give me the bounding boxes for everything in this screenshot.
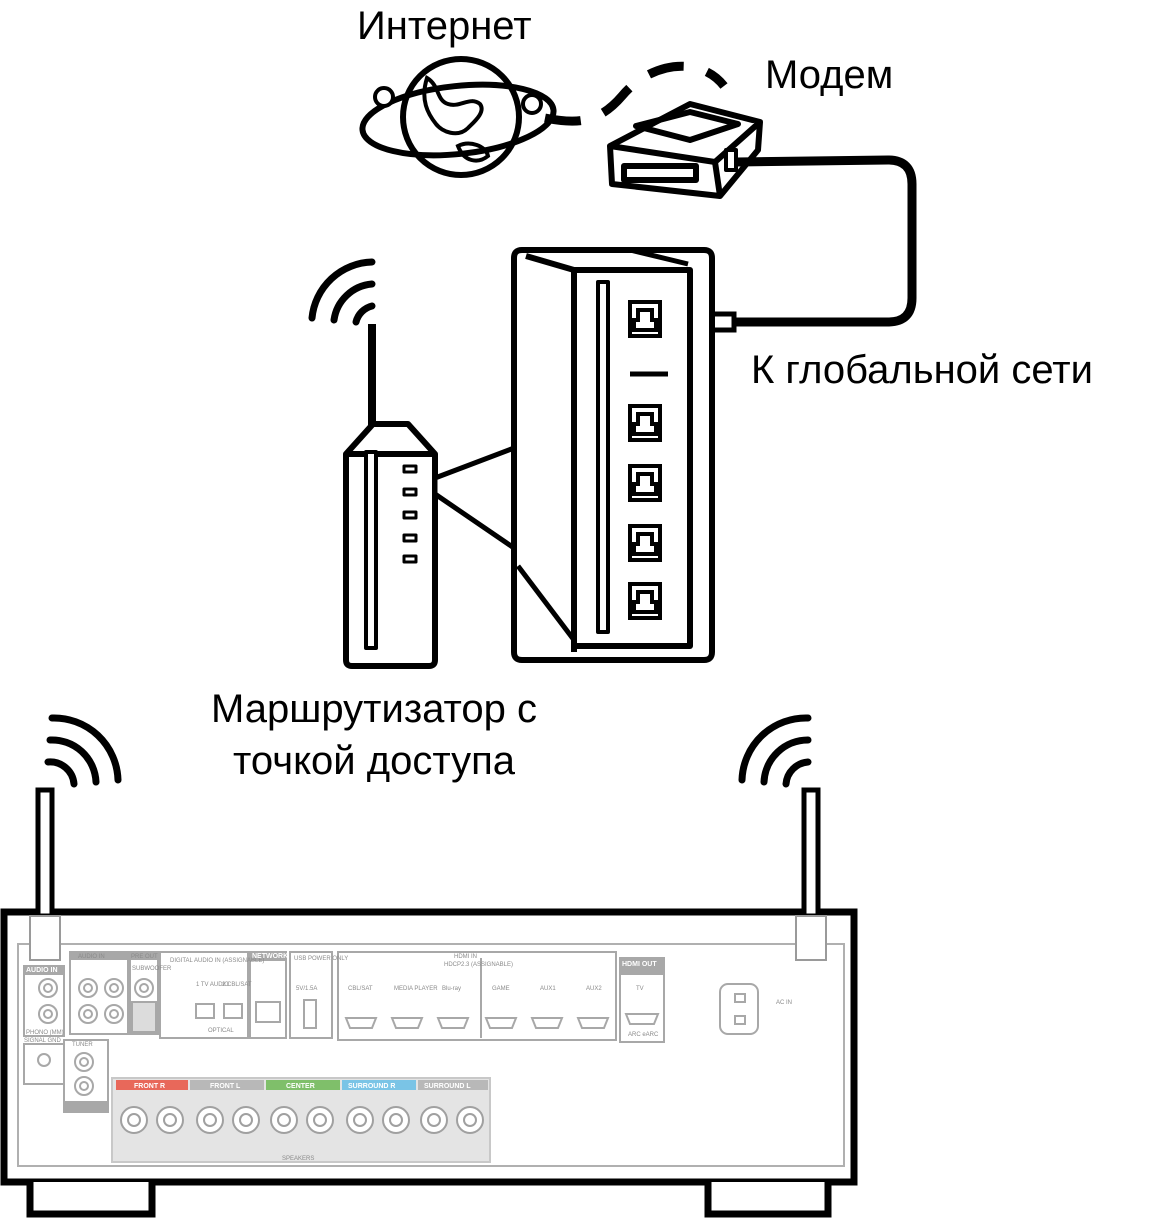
modem-icon (607, 101, 763, 199)
svg-text:HDMI OUT: HDMI OUT (622, 961, 657, 968)
receiver-antenna-wifi-right-icon (738, 714, 812, 788)
svg-text:AUX1: AUX1 (540, 986, 556, 992)
lan-port-icon (628, 582, 662, 620)
modem-label: Модем (765, 53, 893, 97)
svg-text:USB POWER ONLY: USB POWER ONLY (294, 956, 348, 962)
router-label-line2: точкой доступа (233, 739, 516, 783)
router-label-line1: Маршрутизатор с (211, 687, 537, 731)
internet-link-dashed (544, 61, 728, 126)
receiver-antenna-wifi-left-icon (44, 714, 122, 788)
svg-text:AUDIO IN: AUDIO IN (26, 967, 58, 974)
ethernet-ports (628, 300, 662, 620)
panel-labels: AUDIO IN PRE OUT SUBWOOFER DIGITAL AUDIO… (24, 953, 792, 1162)
lan-port-icon (628, 524, 662, 562)
wan-port-icon (628, 300, 662, 338)
svg-text:AC IN: AC IN (776, 1000, 792, 1006)
svg-text:GAME: GAME (492, 986, 510, 992)
internet-globe-icon (359, 56, 557, 178)
svg-text:5V/1.5A: 5V/1.5A (296, 986, 317, 992)
svg-text:FRONT R: FRONT R (134, 1083, 165, 1090)
receiver-antenna-right-icon (795, 787, 827, 961)
svg-text:CENTER: CENTER (286, 1083, 315, 1090)
router-wifi-icon (308, 258, 376, 326)
lan-port-icon (628, 404, 662, 442)
svg-text:SPEAKERS: SPEAKERS (282, 1156, 314, 1162)
svg-text:HDCP2.3 (ASSIGNABLE): HDCP2.3 (ASSIGNABLE) (444, 962, 513, 968)
svg-text:1 TV AUDIO: 1 TV AUDIO (196, 982, 229, 988)
svg-text:TUNER: TUNER (72, 1042, 93, 1048)
svg-text:SUBWOOFER: SUBWOOFER (132, 966, 172, 972)
svg-text:PHONO (MM): PHONO (MM) (26, 1030, 64, 1036)
svg-text:AUDIO IN: AUDIO IN (78, 954, 105, 960)
svg-text:SIGNAL GND: SIGNAL GND (24, 1038, 61, 1044)
svg-text:NETWORK: NETWORK (252, 953, 288, 960)
svg-text:2 CBL/SAT: 2 CBL/SAT (222, 982, 252, 988)
svg-text:OPTICAL: OPTICAL (208, 1028, 234, 1034)
svg-text:PRE OUT: PRE OUT (131, 954, 158, 960)
receiver-rear-panel (23, 951, 759, 1113)
svg-text:HDMI IN: HDMI IN (454, 954, 477, 960)
svg-text:TV: TV (636, 986, 644, 992)
svg-text:SURROUND L: SURROUND L (424, 1083, 471, 1090)
svg-text:Blu-ray: Blu-ray (442, 986, 461, 992)
svg-text:SURROUND R: SURROUND R (348, 1083, 395, 1090)
wan-cable (736, 155, 917, 327)
lan-port-icon (628, 464, 662, 502)
svg-text:AUX2: AUX2 (586, 986, 602, 992)
speaker-terminals (111, 1077, 491, 1163)
router-icon (343, 324, 438, 669)
router-zoom-callout (432, 247, 715, 663)
svg-text:CBL/SAT: CBL/SAT (348, 986, 373, 992)
svg-text:DIGITAL AUDIO IN (ASSIGNABLE): DIGITAL AUDIO IN (ASSIGNABLE) (170, 958, 264, 964)
wan-label: К глобальной сети (751, 348, 1093, 392)
svg-text:ARC eARC: ARC eARC (628, 1032, 659, 1038)
receiver-antenna-left-icon (29, 787, 61, 961)
internet-label: Интернет (357, 4, 532, 48)
svg-text:MEDIA PLAYER: MEDIA PLAYER (394, 986, 438, 992)
svg-text:FRONT L: FRONT L (210, 1083, 241, 1090)
